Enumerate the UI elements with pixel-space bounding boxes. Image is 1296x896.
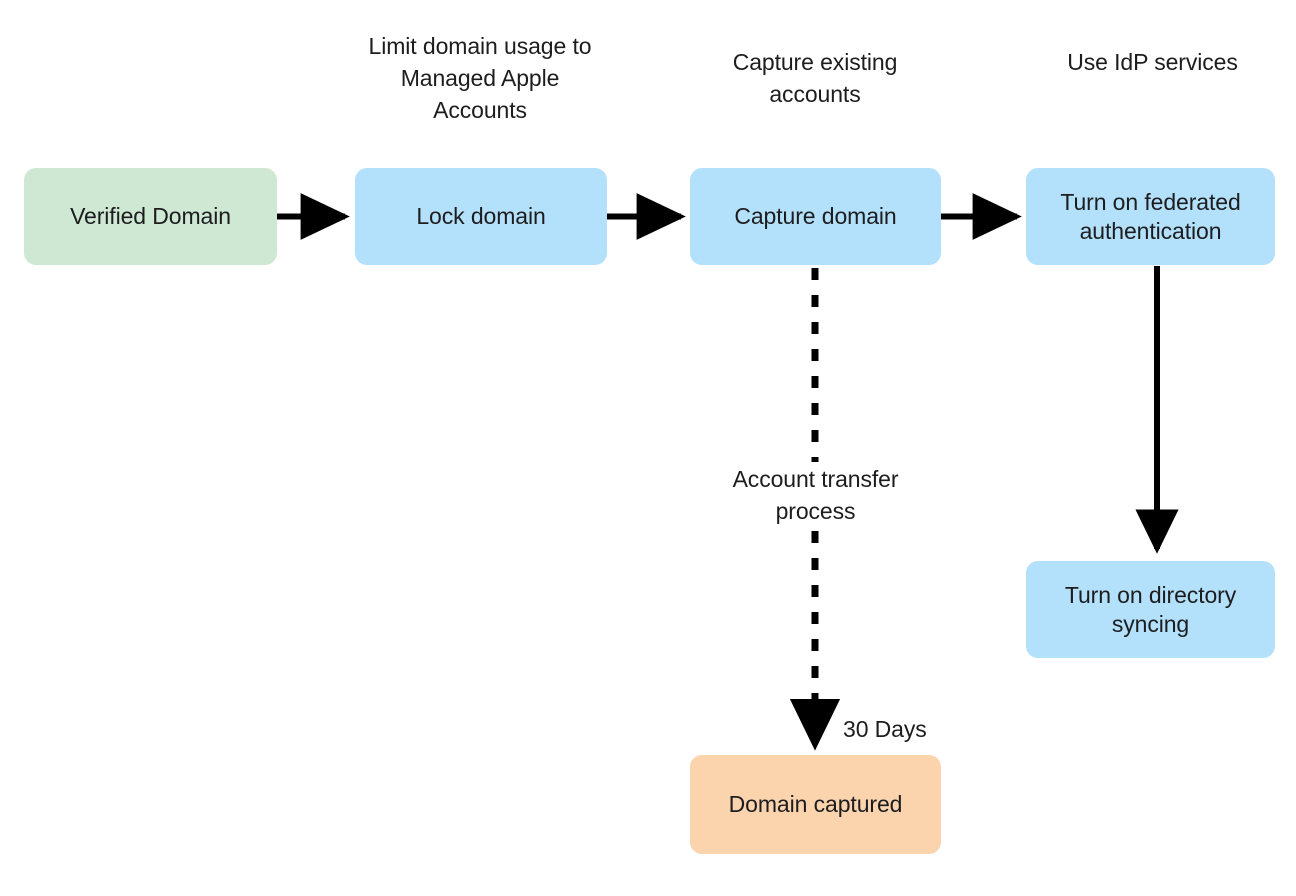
edge-label-account-transfer-process: Account transfer process [732, 466, 899, 524]
caption-federated-authentication: Use IdP services [1067, 49, 1238, 75]
caption-capture-domain: Capture existing accounts [732, 49, 898, 107]
node-lock-domain[interactable]: Lock domain [355, 168, 607, 265]
node-domain-captured[interactable]: Domain captured [690, 755, 941, 854]
node-capture-domain[interactable]: Capture domain [690, 168, 941, 265]
node-turn-on-directory-syncing[interactable]: Turn on directory syncing [1026, 561, 1275, 658]
caption-lock-domain: Limit domain usage to Managed Apple Acco… [368, 33, 592, 123]
edge-label-thirty-days: 30 Days [843, 716, 927, 742]
node-turn-on-federated-authentication[interactable]: Turn on federated authentication [1026, 168, 1275, 265]
node-verified-domain[interactable]: Verified Domain [24, 168, 277, 265]
